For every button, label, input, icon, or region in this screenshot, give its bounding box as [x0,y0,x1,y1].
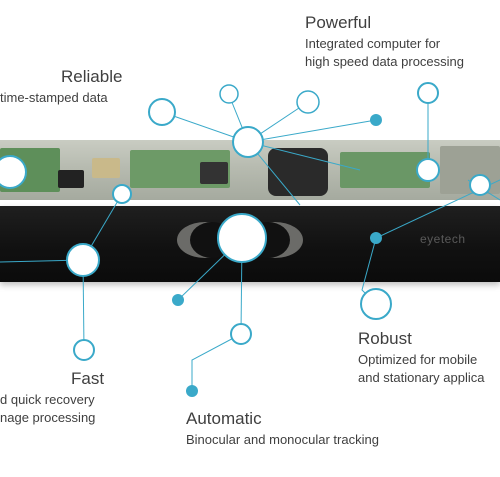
fast-desc-line2: nage processing [0,410,96,425]
callout-node [0,155,27,189]
callout-node [148,98,176,126]
automatic-desc-line1: Binocular and monocular tracking [186,432,379,447]
callout-dot [186,385,198,397]
powerful-desc-line1: Integrated computer for [305,36,441,51]
callout-node-automatic [230,323,252,345]
callout-dot [172,294,184,306]
callout-node-robust [360,288,392,320]
board-chip [58,170,84,188]
callout-node-powerful [417,82,439,104]
callout-node [112,184,132,204]
powerful-desc-line2: high speed data processing [305,54,465,69]
fast-desc-line1: d quick recovery [0,392,95,407]
robust-desc-line2: and stationary applica [358,370,485,385]
board-chip [200,162,228,184]
callout-hub-reliable [232,126,264,158]
camera-module [268,148,328,196]
fast-title: Fast [71,369,105,388]
robust-desc-line1: Optimized for mobile [358,352,478,367]
callout-node [219,84,239,104]
callout-node-fast [73,339,95,361]
automatic-title: Automatic [186,409,262,428]
callout-node [296,90,320,114]
powerful-title: Powerful [305,13,372,32]
callout-node [416,158,440,182]
callout-node [469,174,491,196]
robust-title: Robust [358,329,412,348]
board-green-module-right [340,152,430,188]
callout-hub-automatic [217,213,267,263]
reliable-title: Reliable [61,67,123,86]
callout-hub-fast [66,243,100,277]
brand-logo-text: eyetech [420,232,466,246]
callout-dot [370,232,382,244]
board-chip [92,158,120,178]
callout-dot [370,114,382,126]
reliable-desc-line1: time-stamped data [0,90,108,105]
